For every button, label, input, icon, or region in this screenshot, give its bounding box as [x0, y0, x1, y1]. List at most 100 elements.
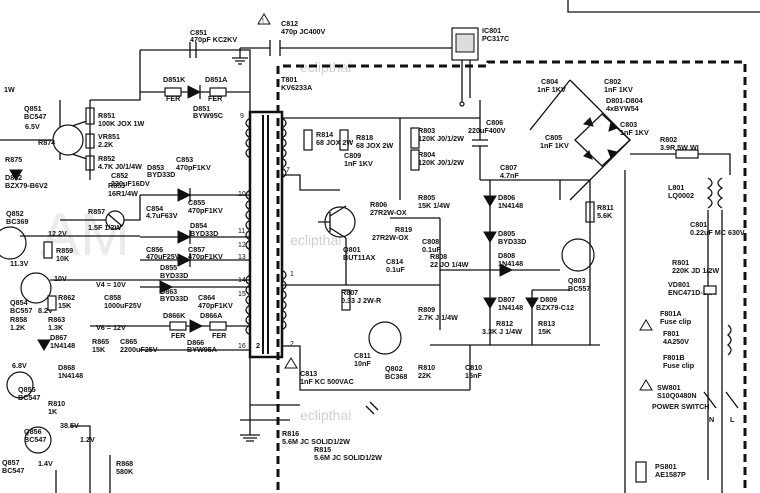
- r865-value: 15K: [92, 345, 106, 354]
- c858-value: 1000uF25V: [104, 301, 142, 310]
- c803-value: 1nF 1KV: [620, 128, 649, 137]
- voltage-label: 1.2V: [80, 435, 95, 444]
- q851-transistor: [52, 124, 84, 156]
- r874-label: R874: [38, 138, 55, 147]
- secondary-winding: [245, 117, 252, 159]
- fer-label: FER: [166, 94, 181, 103]
- watermark: eclipthai: [300, 407, 351, 423]
- c857-value: 470pF1KV: [188, 252, 223, 261]
- c804-value: 1nF 1KV: [537, 85, 566, 94]
- c854-value: 4.7uF63V: [146, 211, 178, 220]
- wire: [461, 60, 471, 104]
- bridge-diode: [583, 150, 593, 160]
- secondary-winding: [245, 189, 252, 251]
- q855-label: Q855: [18, 385, 36, 394]
- q803-label: Q803: [568, 276, 586, 285]
- q855-value: BC547: [18, 393, 40, 402]
- fer-label: FER: [171, 331, 186, 340]
- q852-value: BC369: [6, 217, 28, 226]
- c812-value: 470p JC400V: [281, 27, 326, 36]
- warning-icon: [257, 13, 271, 25]
- c810-label: C810: [465, 363, 482, 372]
- wire: [282, 174, 340, 191]
- c808-value: 0.1uF: [422, 245, 441, 254]
- r853-value: 16R1/4W: [108, 189, 138, 198]
- r803-label: R803: [418, 126, 435, 135]
- pin-number: 11: [238, 228, 245, 235]
- r806-value: 27R2W-OX: [370, 208, 407, 217]
- q801-transistor: [318, 205, 347, 239]
- bridge-diode: [583, 117, 594, 127]
- bridge-diode: [607, 149, 618, 159]
- d851a-label: D851A: [205, 75, 227, 84]
- c814-value: 0.1uF: [386, 265, 405, 274]
- r862-resistor: [47, 295, 57, 311]
- c805-value: 1nF 1KV: [540, 141, 569, 150]
- r801-label: R801: [672, 258, 689, 267]
- d868-value: 1N4148: [58, 371, 83, 380]
- c813-label: C813: [300, 369, 317, 378]
- warning-icon: [639, 319, 653, 331]
- r801-value: 220K JD 1/2W: [672, 266, 719, 275]
- wire: [140, 49, 251, 112]
- rail-label: V6 = 12V: [96, 323, 126, 332]
- f801a-value: Fuse clip: [660, 317, 692, 326]
- wire: [430, 344, 600, 390]
- r804-value: 120K J0/1/2W: [418, 158, 464, 167]
- voltage-label: 6.8V: [12, 361, 27, 370]
- t801-value: KV6233A: [281, 83, 312, 92]
- d809-value: BZX79-C12: [536, 303, 574, 312]
- primary-winding: [280, 117, 287, 179]
- c855-value: 470pF1KV: [188, 206, 223, 215]
- c807-label: C807: [500, 163, 517, 172]
- r815-label: R815: [314, 445, 331, 454]
- bridge-diode: [608, 121, 618, 132]
- ps801-connector: [635, 461, 647, 483]
- d866k-label: D866K: [163, 311, 186, 320]
- r816-label: R816: [282, 429, 299, 438]
- f801-label: F801: [663, 329, 679, 338]
- secondary-winding: [245, 274, 252, 336]
- r857-label: R857: [88, 207, 105, 216]
- voltage-label: 1.4V: [38, 459, 53, 468]
- neutral-label: N: [709, 415, 714, 424]
- c808-label: C808: [422, 237, 439, 246]
- r819-value: 27R2W-OX: [372, 233, 409, 242]
- q802-transistor: [368, 321, 402, 355]
- r803-value: 120K J0/1/2W: [418, 134, 464, 143]
- d854-diode: [177, 230, 192, 244]
- d863-value: BYD33D: [160, 294, 188, 303]
- wire: [345, 217, 440, 285]
- vd801-value: ENC471D-14A: [668, 288, 716, 297]
- d852-zener: [9, 169, 23, 181]
- c806-value: 220uF400V: [468, 126, 506, 135]
- c814-label: C814: [386, 257, 403, 266]
- r802-value: 3.9R 5W WI: [660, 143, 699, 152]
- c811-value: 10nF: [354, 359, 371, 368]
- c854-label: C854: [146, 204, 163, 213]
- d805-value: BYD33D: [498, 237, 526, 246]
- q803-transistor: [561, 238, 595, 272]
- voltage-label: 8.2V: [38, 306, 53, 315]
- c864-label: C864: [198, 293, 215, 302]
- power-switch[interactable]: [703, 391, 739, 409]
- ground-symbol: [365, 401, 379, 415]
- r810-value: 1K: [48, 407, 58, 416]
- r812-label: R812: [496, 319, 513, 328]
- r809-value: 2.7K J 1/4W: [418, 313, 458, 322]
- voltage-label: 11.3V: [10, 259, 29, 268]
- c853-value: 470pF1KV: [176, 163, 211, 172]
- wire: [90, 50, 141, 101]
- ground-symbol: [232, 48, 248, 65]
- warning-icon: !: [262, 18, 264, 25]
- wire: [240, 404, 300, 421]
- d868-label: D868: [58, 363, 75, 372]
- vd801-label: VD801: [668, 280, 690, 289]
- terminal: [459, 101, 465, 107]
- voltage-label: 6.5V: [25, 122, 40, 131]
- r862-value: 15K: [58, 301, 72, 310]
- wire: [624, 170, 723, 493]
- d852-label: D852: [5, 173, 22, 182]
- c805-label: C805: [545, 133, 562, 142]
- r865-label: R865: [92, 337, 109, 346]
